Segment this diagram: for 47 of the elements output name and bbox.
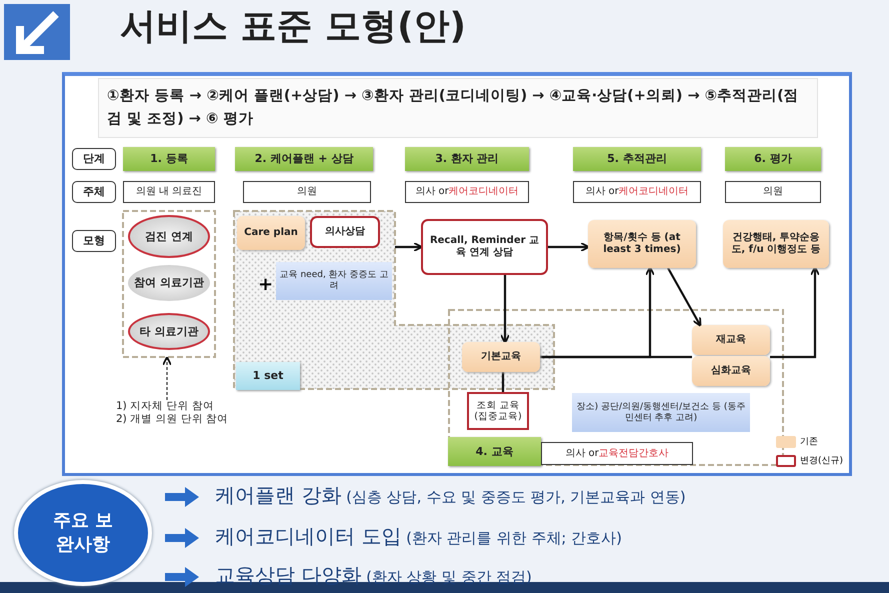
dashed-group-frame <box>122 210 216 358</box>
process-box: Recall, Reminder 교육 연계 상담 <box>421 219 548 275</box>
legend-label: 변경(신규) <box>800 454 844 467</box>
process-box: 재교육 <box>692 325 770 355</box>
plus-sign: + <box>258 274 274 295</box>
process-box: 건강행태, 투약순응도, f/u 이행정도 등 <box>723 220 829 268</box>
bullet-text: 케어플랜 강화 (심층 상담, 수요 및 중증도 평가, 기본교육과 연동) <box>215 482 686 509</box>
arrow <box>770 266 820 358</box>
process-box: Care plan <box>237 216 305 250</box>
stage-header: 4. 교육 <box>448 437 541 466</box>
process-box: 심화교육 <box>692 356 770 386</box>
bullet-text: 케어코디네이터 도입 (환자 관리를 위한 주체; 간호사) <box>215 523 622 550</box>
connector-line <box>502 372 504 392</box>
slide-title: 서비스 표준 모형(안) <box>120 5 467 49</box>
process-box: 항목/횟수 등 (at least 3 times) <box>588 220 696 268</box>
actor-box: 의사 or교육전담간호사 <box>541 442 693 465</box>
info-box: 장소) 공단/의원/동행센터/보건소 등 (동주민센터 추후 고려) <box>572 393 750 432</box>
arrow <box>667 267 702 327</box>
arrow <box>500 275 510 344</box>
actor-box: 의원 내 의료진 <box>123 181 215 203</box>
actor-box: 의원 <box>725 181 821 203</box>
row-label: 단계 <box>72 148 116 170</box>
highlight-circle: 주요 보완사항 <box>14 480 152 586</box>
bullet-text: 교육상담 다양화 (환자 상황 및 중간 점검) <box>215 562 532 589</box>
stage-header: 6. 평가 <box>725 147 821 171</box>
row-label: 모형 <box>72 230 116 252</box>
legend-label: 기존 <box>800 435 818 448</box>
arrow <box>548 242 590 252</box>
note-text: 1) 지자체 단위 참여 2) 개별 의원 단위 참여 <box>116 400 276 434</box>
connector-line <box>540 356 692 358</box>
stage-header: 1. 등록 <box>123 147 215 171</box>
info-box: 교육 need, 환자 중증도 고려 <box>276 262 392 300</box>
dashed-group-frame <box>448 309 784 466</box>
arrow <box>395 242 423 252</box>
stage-header: 2. 케어플랜 + 상담 <box>235 147 373 171</box>
actor-box: 의원 <box>243 181 371 203</box>
process-box: 조회 교육 (집중교육) <box>467 392 529 430</box>
stage-header: 5. 추적관리 <box>573 147 701 171</box>
row-label: 주체 <box>72 181 116 203</box>
summary-box: ①환자 등록 → ②케어 플랜(+상담) → ③환자 관리(코디네이팅) → ④교육·상담(+의뢰) → ⑤추적관리(점검 및 조정) → ⑥ 평가 <box>98 78 818 138</box>
process-box: 의사상담 <box>310 216 380 248</box>
arrow <box>162 356 172 400</box>
actor-box: 의사 or케어코디네이터 <box>573 181 701 203</box>
actor-box: 의사 or케어코디네이터 <box>405 181 529 203</box>
stage-header: 3. 환자 관리 <box>405 147 529 171</box>
process-box: 기본교육 <box>462 342 540 372</box>
set-tag: 1 set <box>236 362 300 390</box>
